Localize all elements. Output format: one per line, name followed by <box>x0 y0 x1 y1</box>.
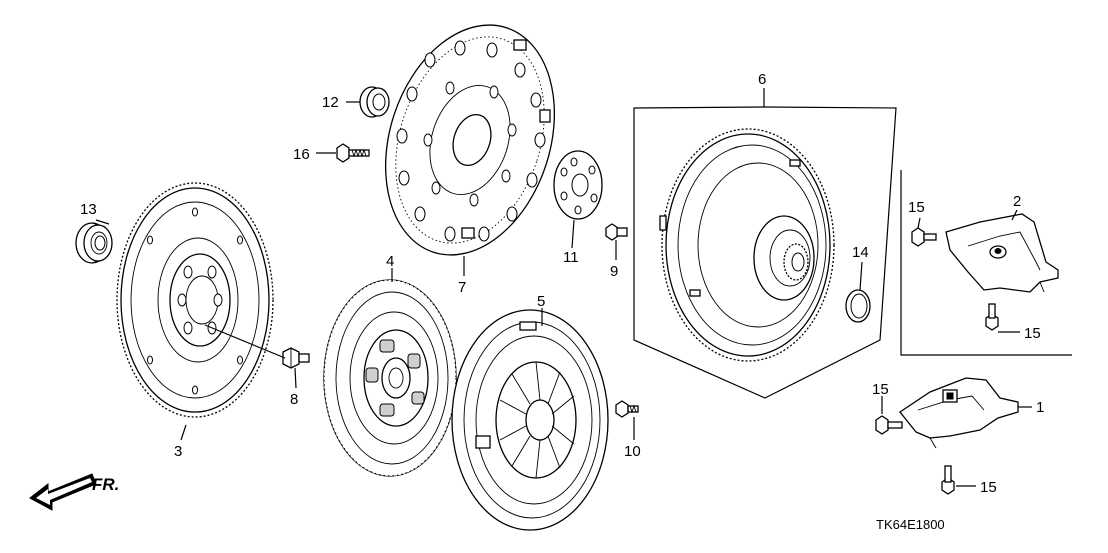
callout-12: 12 <box>322 94 339 111</box>
o-ring-part[interactable] <box>845 289 871 323</box>
callout-10: 10 <box>624 443 641 460</box>
callout-11: 11 <box>563 249 579 266</box>
flywheel-part[interactable] <box>116 182 274 418</box>
callout-15-lower-right: 15 <box>980 479 997 496</box>
callout-7: 7 <box>458 279 466 296</box>
seal-part[interactable] <box>359 86 390 118</box>
callout-6: 6 <box>758 71 766 88</box>
callout-16: 16 <box>293 146 310 163</box>
bolt-lower-bottom-part[interactable] <box>941 465 955 495</box>
bolt-upper-lower-part[interactable] <box>985 303 999 331</box>
callouts: 1 2 3 4 5 6 7 8 9 10 11 12 13 14 15 15 1… <box>80 71 1044 496</box>
pilot-bearing-part[interactable] <box>75 222 113 264</box>
callout-15-upper-left: 15 <box>908 199 925 216</box>
upper-plate-part[interactable] <box>900 170 1072 356</box>
callout-2: 2 <box>1013 193 1021 210</box>
clutch-disc-part[interactable] <box>323 279 457 477</box>
callout-5: 5 <box>537 293 545 310</box>
flywheel-bolt-part[interactable] <box>282 347 310 369</box>
callout-3: 3 <box>174 443 182 460</box>
backing-plate-part[interactable] <box>553 150 603 220</box>
front-label: FR. <box>92 475 119 494</box>
leader-lines <box>95 88 1032 487</box>
front-indicator: FR. <box>29 473 119 511</box>
bolt-lower-left-part[interactable] <box>875 415 903 435</box>
pressure-plate-part[interactable] <box>451 309 609 531</box>
callout-4: 4 <box>386 253 394 270</box>
torque-converter-part[interactable] <box>633 106 897 399</box>
pressure-plate-bolt-part[interactable] <box>615 400 639 418</box>
drive-plate-part[interactable] <box>357 3 582 277</box>
callout-8: 8 <box>290 391 298 408</box>
torque-converter-bolt-part[interactable] <box>605 223 628 241</box>
lower-plate-part[interactable] <box>899 377 1019 449</box>
callout-14: 14 <box>852 244 869 261</box>
drive-plate-bolt-part[interactable] <box>336 143 370 163</box>
callout-13: 13 <box>80 201 97 218</box>
bolt-upper-left-part[interactable] <box>911 227 937 247</box>
diagram-code: TK64E1800 <box>876 517 945 532</box>
callout-15-upper-right: 15 <box>1024 325 1041 342</box>
callout-9: 9 <box>610 263 618 280</box>
callout-1: 1 <box>1036 399 1044 416</box>
callout-15-lower-left: 15 <box>872 381 889 398</box>
